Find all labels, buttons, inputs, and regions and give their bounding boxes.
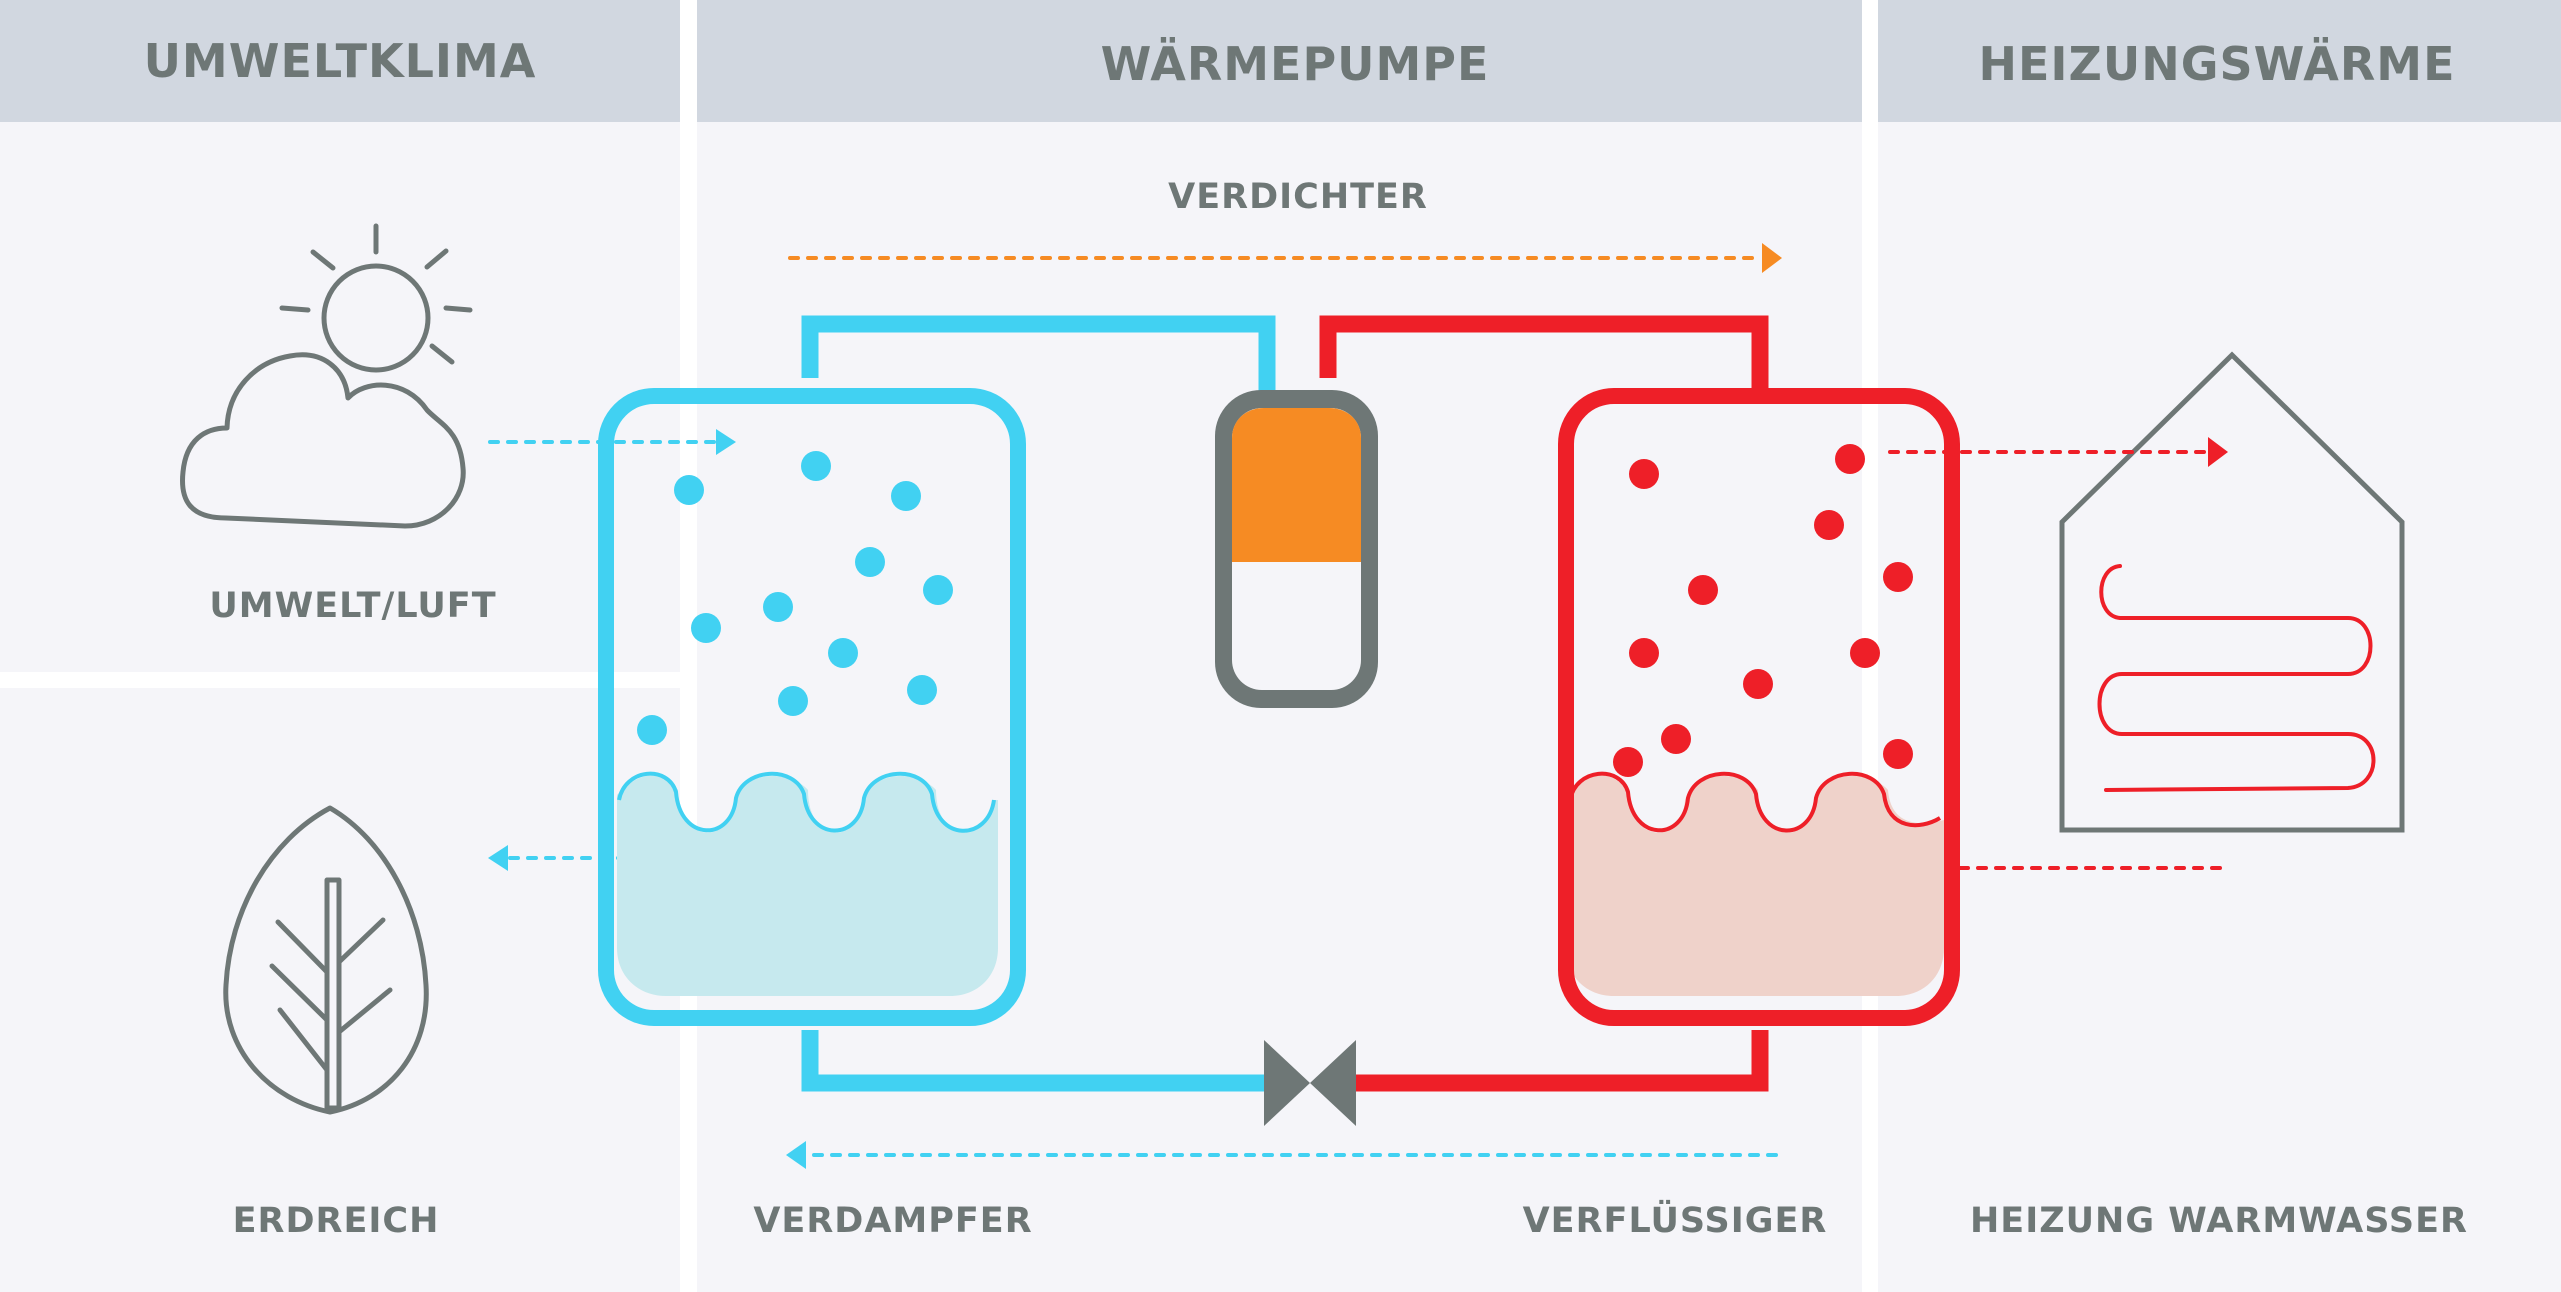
pipes xyxy=(801,315,1769,1092)
condenser-tank xyxy=(1558,388,1960,1026)
label-heating: HEIZUNG WARMWASSER xyxy=(1970,1201,2468,1241)
leaf-icon xyxy=(223,805,429,1115)
label-evaporator: VERDAMPFER xyxy=(753,1201,1032,1241)
header-environment: UMWELTKLIMA xyxy=(144,34,537,88)
expansion-valve-icon xyxy=(1264,1040,1356,1126)
evaporator-tank xyxy=(598,388,1026,1026)
label-condenser: VERFLÜSSIGER xyxy=(1523,1199,1828,1241)
house-floor-heating-icon xyxy=(2059,351,2405,833)
header-bar-heating xyxy=(1878,0,2561,122)
pipe-compressor-to-condenser xyxy=(1319,315,1769,395)
sun-cloud-icon xyxy=(180,223,473,529)
compressor xyxy=(1215,390,1378,708)
pipe-evaporator-to-compressor xyxy=(801,315,1276,395)
header-heating: HEIZUNGSWÄRME xyxy=(1978,37,2455,91)
header-bar-heatpump xyxy=(697,0,1862,122)
pipe-valve-to-condenser xyxy=(1350,1030,1769,1092)
evaporator-particles xyxy=(637,451,953,745)
pipe-evaporator-to-valve xyxy=(801,1030,1275,1092)
panel-heating xyxy=(1878,0,2561,1292)
label-ground: ERDREICH xyxy=(233,1201,440,1241)
condenser-particles xyxy=(1613,444,1913,777)
header-heatpump: WÄRMEPUMPE xyxy=(1101,37,1490,91)
header-bar-environment xyxy=(0,0,680,122)
label-compressor: VERDICHTER xyxy=(1168,177,1428,217)
label-air: UMWELT/LUFT xyxy=(209,586,496,626)
